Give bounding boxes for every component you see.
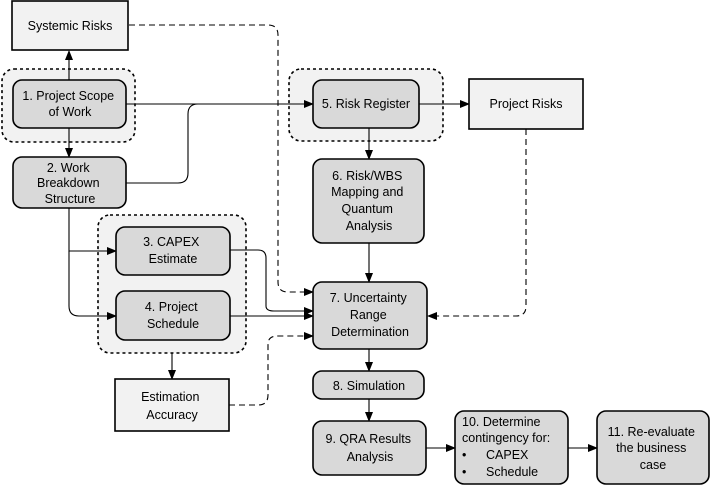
node-risk-register: 5. Risk Register <box>312 79 420 129</box>
project-scope-label: 1. Project Scope of Work <box>22 89 117 119</box>
node-project-scope: 1. Project Scope of Work <box>12 79 127 129</box>
contingency-bullet-capex: • CAPEX <box>462 448 529 462</box>
node-estimation-accuracy: Estimation Accuracy <box>114 378 230 432</box>
node-qra-results: 9. QRA Results Analysis <box>312 420 427 476</box>
systemic-risks-label: Systemic Risks <box>28 19 113 33</box>
node-uncertainty-range: 7. Uncertainty Range Determination <box>312 281 428 350</box>
node-project-schedule: 4. Project Schedule <box>115 290 231 341</box>
uncertainty-range-label: 7. Uncertainty Range Determination <box>330 291 411 339</box>
wbs-label: 2. Work Breakdown Structure <box>37 161 103 206</box>
project-risks-label: Project Risks <box>490 97 563 111</box>
node-reevaluate-business-case: 11. Re-evaluate the business case <box>596 410 710 485</box>
reevaluate-label: 11. Re-evaluate the business case <box>608 425 699 472</box>
project-schedule-label: 4. Project Schedule <box>145 300 201 331</box>
node-risk-wbs-mapping: 6. Risk/WBS Mapping and Quantum Analysis <box>312 158 425 244</box>
node-determine-contingency: 10. Determine contingency for: • CAPEX •… <box>454 410 569 485</box>
node-systemic-risks: Systemic Risks <box>11 0 129 51</box>
arrow-estimation-to-uncertainty <box>229 332 314 406</box>
node-wbs: 2. Work Breakdown Structure <box>12 156 127 209</box>
arrow-systemic-to-uncertainty <box>129 24 314 296</box>
capex-estimate-label: 3. CAPEX Estimate <box>143 235 203 266</box>
connectors <box>65 24 598 452</box>
arrow-wbs-to-register <box>126 103 199 184</box>
risk-wbs-mapping-label: 6. Risk/WBS Mapping and Quantum Analysis <box>331 169 407 233</box>
node-capex-estimate: 3. CAPEX Estimate <box>115 226 231 276</box>
qra-results-label: 9. QRA Results Analysis <box>326 432 415 464</box>
arrow-project-risks-to-uncertainty <box>427 129 527 320</box>
simulation-label: 8. Simulation <box>333 379 405 393</box>
contingency-bullet-schedule: • Schedule <box>462 465 538 479</box>
determine-contingency-label: 10. Determine contingency for: <box>462 415 550 445</box>
estimation-accuracy-label: Estimation Accuracy <box>141 390 203 422</box>
node-project-risks: Project Risks <box>468 78 584 130</box>
risk-register-label: 5. Risk Register <box>322 97 410 111</box>
arrow-capex-to-uncertainty <box>230 249 314 315</box>
arrow-wbs-to-schedule <box>68 251 117 320</box>
node-simulation: 8. Simulation <box>312 370 425 400</box>
